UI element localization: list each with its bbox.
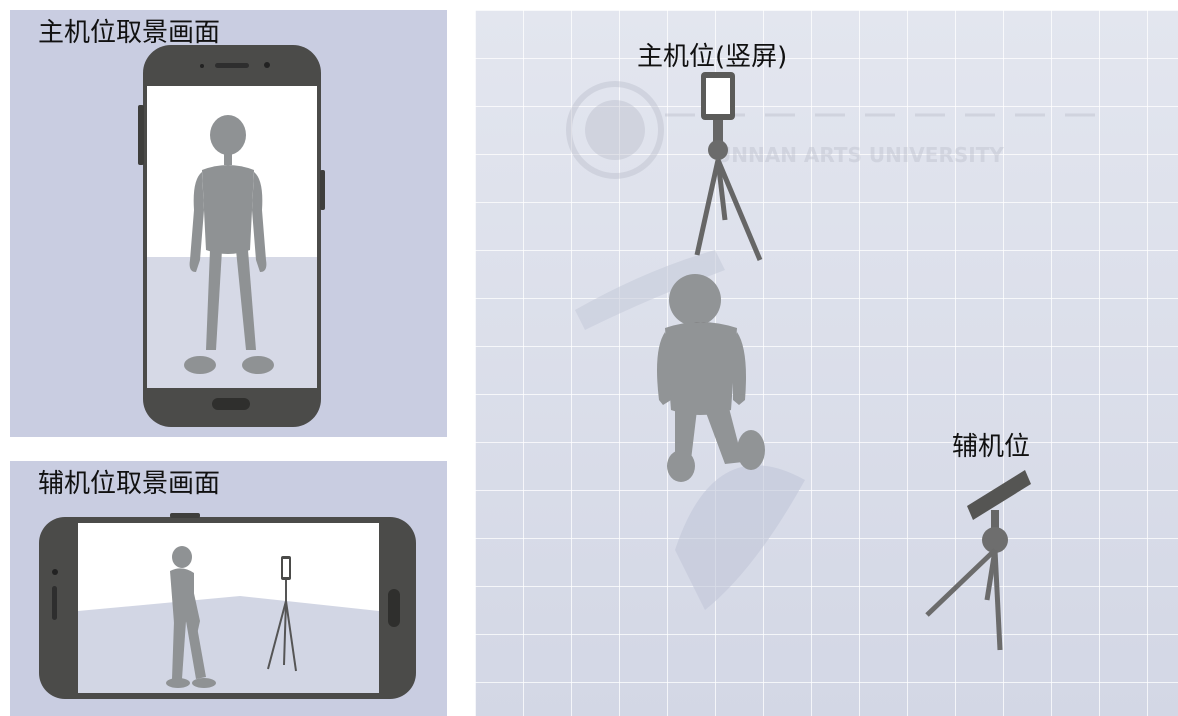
floor-grid (475, 10, 1178, 716)
scene-overview-illustration: UNNAN ARTS UNIVERSITY (475, 10, 1178, 716)
main-camera-tripod (694, 72, 763, 261)
main-camera-view-illustration (138, 45, 325, 427)
phone-camera-icon (52, 569, 58, 575)
phone-side-button (320, 170, 325, 210)
screen-floor (147, 257, 317, 388)
figure-back-view (657, 274, 765, 482)
figure-front-view (184, 115, 274, 374)
watermark-text: UNNAN ARTS UNIVERSITY (715, 143, 1004, 167)
phone-speaker (52, 586, 57, 620)
university-watermark: UNNAN ARTS UNIVERSITY (566, 81, 1095, 179)
phone-side-button (138, 105, 144, 165)
figure-side-view (166, 546, 216, 688)
scene-overview-panel: UNNAN ARTS UNIVERSITY (475, 10, 1178, 716)
main-camera-view-title: 主机位取景画面 (38, 18, 221, 48)
aux-camera-view-illustration (39, 513, 416, 699)
aux-camera-label: 辅机位 (952, 432, 1031, 462)
main-camera-view-panel: 主机位取景画面 (10, 10, 447, 437)
aux-camera-view-panel: 辅机位取景画面 (10, 461, 447, 716)
figure-shadow (675, 465, 805, 610)
tripod-in-screen (267, 556, 297, 672)
phone-home-button (388, 589, 400, 627)
phone-side-button (170, 513, 200, 518)
tripod-shadow (575, 250, 725, 330)
phone-sensor (200, 64, 204, 68)
screen-floor (78, 596, 379, 693)
aux-camera-tripod (925, 470, 1031, 651)
phone-home-button (212, 398, 250, 410)
main-camera-label: 主机位(竖屏) (637, 42, 788, 72)
phone-camera-icon (264, 62, 270, 68)
aux-camera-view-title: 辅机位取景画面 (38, 469, 221, 499)
phone-speaker (215, 63, 249, 68)
